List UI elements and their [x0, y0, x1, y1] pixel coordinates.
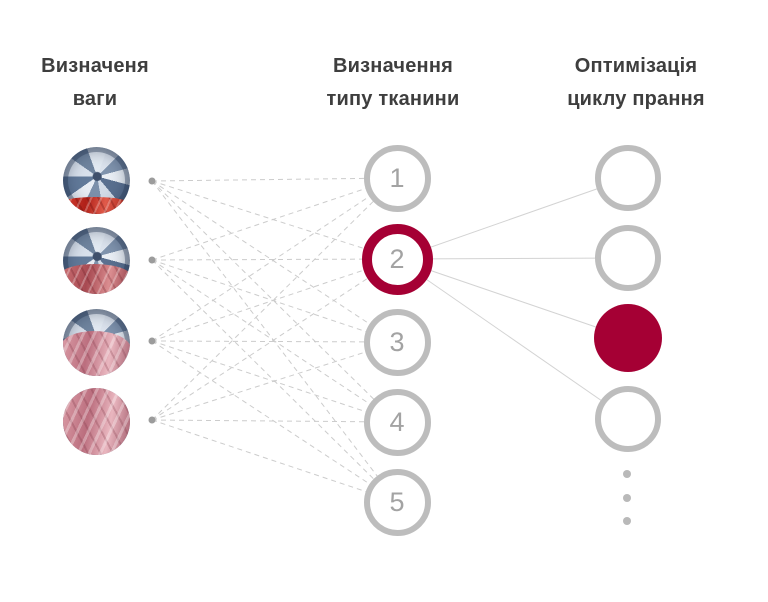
connection-origin-dot — [148, 256, 156, 264]
column-title-line: Визначеня — [41, 55, 149, 77]
column-title-line: Визначення — [333, 55, 453, 77]
column-title-line: ваги — [72, 88, 118, 110]
column-title-fabric-detection: Визначення типу тканини — [273, 50, 513, 116]
column-title-line: циклу прання — [567, 88, 705, 110]
dashed-connection — [151, 340, 398, 503]
dashed-connection — [151, 258, 398, 261]
ellipsis-dot-icon — [623, 470, 631, 478]
dashed-connection — [151, 258, 398, 421]
dashed-connection — [151, 340, 398, 343]
dashed-connection — [151, 419, 398, 503]
column-title-line: Оптимізація — [574, 55, 698, 77]
fabric-type-node-1: 1 — [363, 144, 431, 212]
fabric-type-number: 5 — [389, 486, 405, 517]
dashed-connection — [151, 177, 398, 261]
dashed-connection — [151, 177, 398, 421]
cycle-node-2 — [595, 225, 661, 291]
washer-drum-photo-4 — [62, 387, 130, 455]
solid-connection — [396, 258, 629, 420]
cycle-node-3-selected — [594, 304, 662, 372]
washer-drum-photo-3 — [62, 308, 130, 376]
dashed-connection — [151, 177, 398, 342]
fabric-type-node-4: 4 — [363, 388, 431, 456]
fabric-type-node-3: 3 — [363, 308, 431, 376]
cycle-node-4 — [595, 386, 661, 452]
dashed-connection — [151, 341, 398, 421]
connection-origin-dot — [148, 177, 156, 185]
fabric-load-area — [62, 331, 130, 376]
solid-connection — [396, 258, 629, 339]
ellipsis-dot-icon — [623, 517, 631, 525]
connection-origin-dot — [148, 337, 156, 345]
cycle-node-1 — [595, 145, 661, 211]
solid-connection — [396, 257, 629, 260]
column-title-weight-detection: Визначеня ваги — [0, 50, 215, 116]
column-title-line: типу тканини — [326, 88, 460, 110]
column-title-cycle-optimization: Оптимізація циклу прання — [516, 50, 756, 116]
dashed-connection — [151, 419, 398, 423]
dashed-connection — [151, 180, 398, 343]
fabric-type-number: 2 — [389, 243, 405, 274]
washer-drum-photo-1 — [62, 146, 130, 214]
dashed-connection — [151, 259, 398, 423]
connection-origin-dot — [148, 416, 156, 424]
fabric-type-number: 4 — [389, 406, 405, 437]
fabric-type-node-5: 5 — [363, 468, 431, 536]
fabric-type-number: 3 — [389, 326, 405, 357]
fabric-load-area — [62, 264, 130, 294]
ellipsis-dot-icon — [623, 494, 631, 502]
dashed-connection — [151, 258, 398, 342]
solid-connection — [396, 177, 629, 260]
dashed-connection — [151, 177, 398, 182]
dashed-connection — [151, 180, 398, 260]
dashed-connection — [151, 259, 398, 343]
fabric-type-number: 1 — [389, 162, 405, 193]
fabric-load-area — [62, 196, 130, 214]
fabric-type-node-2-selected: 2 — [361, 223, 433, 295]
fabric-load-area — [62, 387, 130, 455]
washer-drum-photo-2 — [62, 226, 130, 294]
